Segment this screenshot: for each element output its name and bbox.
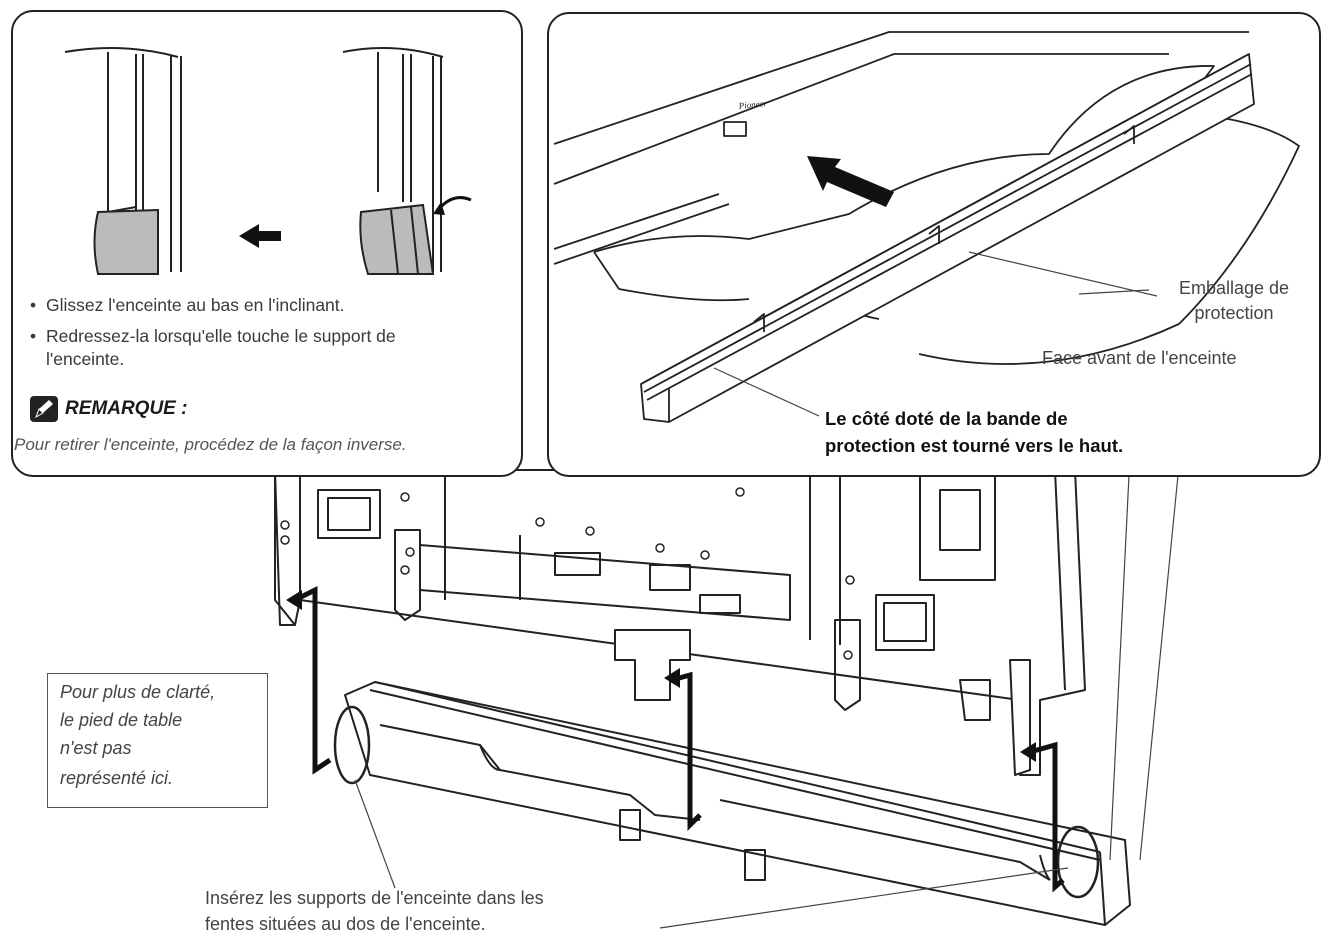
clarity-note-line4: représenté ici. [60,768,174,788]
orientation-note-line1: Le côté doté de la bande de [825,408,1068,429]
orientation-note-line2: protection est tourné vers le haut. [825,435,1124,456]
pencil-note-icon [30,396,58,422]
left-arrow-icon [239,224,281,248]
bullet-glyph: • [30,326,37,346]
speaker-protection-illustration: Pioneer [553,31,1300,423]
right-callout: Pioneer Emballage de protection Face ava… [547,12,1321,477]
push-direction-arrow-icon [807,156,894,207]
left-callout: • Glissez l'enceinte au bas en l'inclinan… [11,10,523,477]
bullet-glyph: • [30,295,37,315]
arrow-heads [286,590,1036,762]
packing-label-line2: protection [1194,303,1274,323]
clarity-note-line1: Pour plus de clarté, [60,682,216,702]
packing-label: Emballage de protection [1159,276,1309,326]
bullet-item-2-cont: l'enceinte. [46,349,125,369]
front-label: Face avant de l'enceinte [1042,348,1237,368]
bullet-text-1: Glissez l'enceinte au bas en l'inclinant… [46,295,345,315]
bullet-text-2: Redressez-la lorsqu'elle touche le suppo… [46,326,396,346]
note-text: Pour retirer l'enceinte, procédez de la … [14,435,407,454]
clarity-note-line2: le pied de table [60,710,183,730]
center-bracket [614,629,691,701]
clarity-note-line3: n'est pas [60,738,132,758]
speaker-bar [344,681,1131,926]
insert-caption-line2: fentes situées au dos de l'enceinte. [205,914,486,934]
note-title: REMARQUE : [65,398,188,419]
packing-label-line1: Emballage de [1178,278,1290,298]
bullet-item-1: • Glissez l'enceinte au bas en l'inclinan… [30,294,510,316]
screw-holes [280,487,855,660]
slide-speaker-illustration [64,47,472,275]
insert-caption-line1: Insérez les supports de l'enceinte dans … [205,888,544,908]
bullet-item-2: • Redressez-la lorsqu'elle touche le supp… [30,325,510,347]
insertion-arrows [293,585,1065,893]
brand-logo: Pioneer [737,98,768,111]
display-panel-back [274,469,1086,776]
clarity-note-box: Pour plus de clarté, le pied de table n'… [47,673,268,808]
